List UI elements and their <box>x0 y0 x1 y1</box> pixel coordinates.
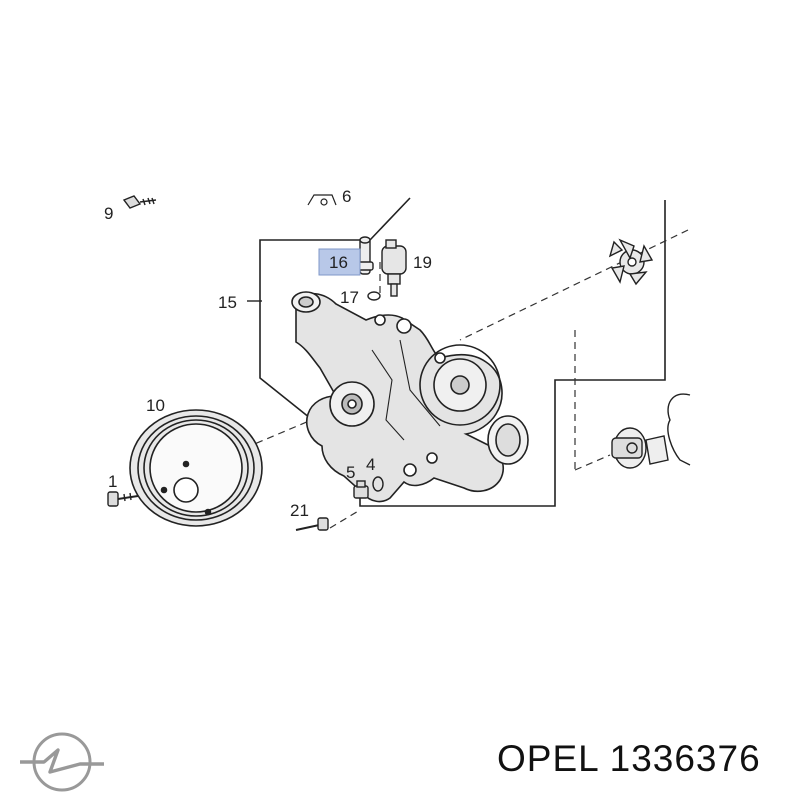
callout-4: 4 <box>366 455 375 474</box>
callout-16: 16 <box>329 253 348 272</box>
pulley-bolt-icon <box>107 491 139 507</box>
callout-21: 21 <box>290 501 309 520</box>
water-pump-housing-icon <box>291 291 529 503</box>
thermostat-icon <box>611 393 691 469</box>
callout-6: 6 <box>342 187 351 206</box>
callout-1: 1 <box>108 472 117 491</box>
callout-15: 15 <box>218 293 237 312</box>
callout-17: 17 <box>340 288 359 307</box>
opel-blitz-logo-icon <box>20 732 104 792</box>
sealing-washer-icon <box>372 476 384 492</box>
temperature-sensor-icon <box>381 239 407 297</box>
callout-9: 9 <box>104 204 113 223</box>
screw-icon <box>122 195 157 209</box>
part-number-label: OPEL 1336376 <box>497 738 761 779</box>
callout-19: 19 <box>413 253 432 272</box>
callout-10: 10 <box>146 396 165 415</box>
highlighted-callout-box <box>318 248 361 276</box>
o-ring-icon <box>367 291 381 301</box>
drain-plug-icon <box>353 480 369 499</box>
fitting-6-icon <box>307 194 337 206</box>
callout-5: 5 <box>346 463 355 482</box>
pulley-icon <box>129 409 263 527</box>
impeller-icon <box>608 238 654 286</box>
housing-bolt-icon <box>295 517 329 531</box>
